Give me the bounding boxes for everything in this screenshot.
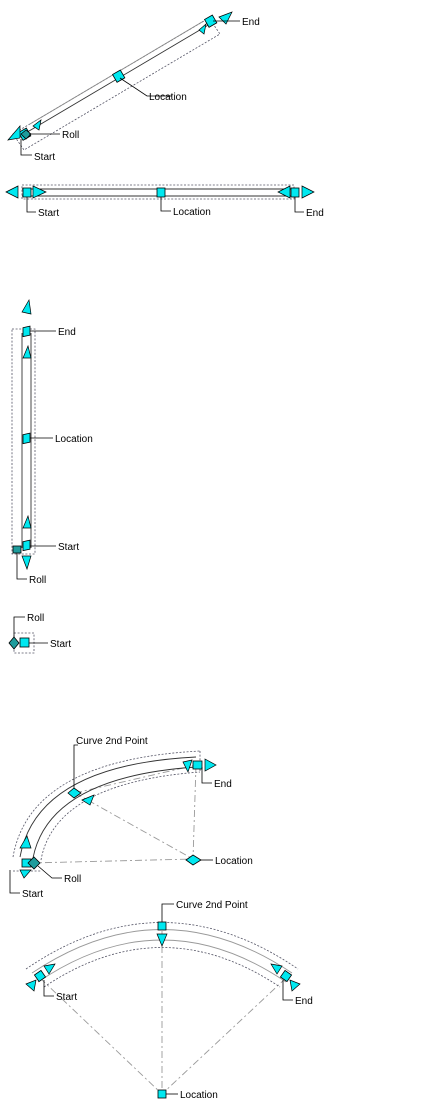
location-label: Location	[149, 92, 187, 103]
end-inner-arrow-icon[interactable]	[22, 344, 32, 359]
end-label: End	[306, 208, 324, 219]
curve-2nd-point-label: Curve 2nd Point	[76, 736, 148, 747]
start-inner-arrow-icon[interactable]	[43, 963, 56, 975]
curve-inner-arrow-icon[interactable]	[81, 794, 95, 806]
vertical-segment: End Location Start Roll	[11, 298, 93, 586]
end-label: End	[58, 327, 76, 338]
start-leader	[9, 870, 20, 894]
roll-grip[interactable]	[8, 636, 20, 650]
end-inner-arrow-icon[interactable]	[270, 963, 283, 975]
horizontal-segment: Start Location End	[5, 184, 324, 219]
roll-label: Roll	[64, 874, 81, 885]
roll-leader	[13, 616, 25, 637]
curve-2nd-point-leader	[73, 744, 78, 788]
end-label: End	[214, 779, 232, 790]
curve-2nd-point-grip[interactable]	[157, 921, 167, 931]
roll-grip[interactable]	[20, 129, 32, 140]
end-arrow-icon[interactable]	[301, 185, 315, 199]
start-inner-arrow-icon[interactable]	[32, 185, 47, 199]
curve-2nd-point-grip[interactable]	[67, 787, 82, 799]
start-arrow-icon[interactable]	[21, 555, 32, 571]
arc-inner-outline	[40, 771, 201, 861]
end-arrow-icon[interactable]	[289, 979, 301, 992]
end-leader	[201, 767, 212, 784]
arc-radius-end	[192, 764, 197, 860]
roll-label: Roll	[29, 575, 46, 586]
diagonal-segment: End Location Roll Start	[7, 11, 260, 163]
end-leader	[282, 980, 293, 1001]
arc-edge-outer	[19, 756, 197, 858]
start-label: Start	[34, 152, 55, 163]
end-arrow-icon[interactable]	[204, 758, 217, 772]
roll-leader	[37, 865, 62, 879]
diagonal-outline	[12, 17, 221, 151]
roll-leader	[16, 553, 27, 580]
location-grip[interactable]	[22, 432, 31, 445]
location-label: Location	[55, 434, 93, 445]
arc-radius-start	[39, 977, 163, 1095]
start-grip[interactable]	[22, 539, 31, 552]
end-arrow-icon[interactable]	[21, 298, 32, 315]
arc-radius-start	[29, 858, 194, 864]
curve-2nd-point-label: Curve 2nd Point	[176, 900, 248, 911]
start-label: Start	[58, 542, 79, 553]
end-grip[interactable]	[22, 325, 31, 338]
location-grip[interactable]	[157, 1089, 167, 1099]
start-leader	[26, 197, 36, 213]
start-arrow-icon[interactable]	[7, 125, 21, 141]
roll-grip[interactable]	[12, 545, 22, 554]
curve-inner-arrow-icon[interactable]	[156, 933, 168, 947]
start-inner-arrow-icon[interactable]	[32, 119, 42, 131]
start-leader	[20, 139, 32, 156]
end-grip[interactable]	[290, 187, 300, 198]
end-inner-arrow-icon[interactable]	[198, 23, 207, 35]
location-grip[interactable]	[156, 187, 166, 198]
start-leader	[43, 980, 54, 997]
end-grip[interactable]	[279, 969, 293, 983]
end-inner-arrow-icon[interactable]	[277, 185, 291, 199]
location-label: Location	[173, 207, 211, 218]
end-label: End	[242, 17, 260, 28]
start-inner-arrow-icon[interactable]	[22, 514, 32, 529]
start-inner-arrow-icon[interactable]	[19, 835, 32, 849]
arc-edge-inner	[32, 766, 197, 859]
start-label: Start	[50, 639, 71, 650]
start-label: Start	[56, 992, 77, 1003]
end-grip[interactable]	[192, 760, 203, 770]
end-arrow-icon[interactable]	[218, 11, 233, 25]
arc-radius-end	[161, 977, 287, 1095]
start-arrow-icon[interactable]	[19, 869, 32, 879]
roll-label: Roll	[62, 130, 79, 141]
arc-outer-outline	[12, 750, 201, 858]
start-grip[interactable]	[33, 969, 47, 983]
roll-grip[interactable]	[27, 856, 41, 870]
end-grip[interactable]	[203, 14, 218, 28]
start-arrow-icon[interactable]	[5, 185, 19, 199]
arc-chord-mid	[74, 792, 194, 860]
start-grip[interactable]	[22, 187, 32, 198]
location-label: Location	[180, 1090, 218, 1101]
end-leader	[294, 197, 304, 213]
end-inner-arrow-icon[interactable]	[182, 759, 193, 773]
start-grip[interactable]	[19, 637, 30, 648]
end-label: End	[295, 996, 313, 1007]
curve-2nd-point-leader	[161, 903, 174, 922]
arc-segment: Curve 2nd Point End Location Roll Start	[9, 736, 253, 900]
arc-inner-outline	[43, 947, 281, 988]
start-label: Start	[22, 889, 43, 900]
point-segment: Roll Start	[8, 613, 71, 654]
location-leader	[119, 77, 172, 97]
location-grip[interactable]	[185, 854, 202, 866]
start-label: Start	[38, 208, 59, 219]
arc-segment-symmetric: Curve 2nd Point Start End Location	[25, 900, 313, 1101]
location-leader	[160, 197, 171, 212]
location-label: Location	[215, 856, 253, 867]
start-arrow-icon[interactable]	[25, 979, 37, 992]
roll-label: Roll	[27, 613, 44, 624]
